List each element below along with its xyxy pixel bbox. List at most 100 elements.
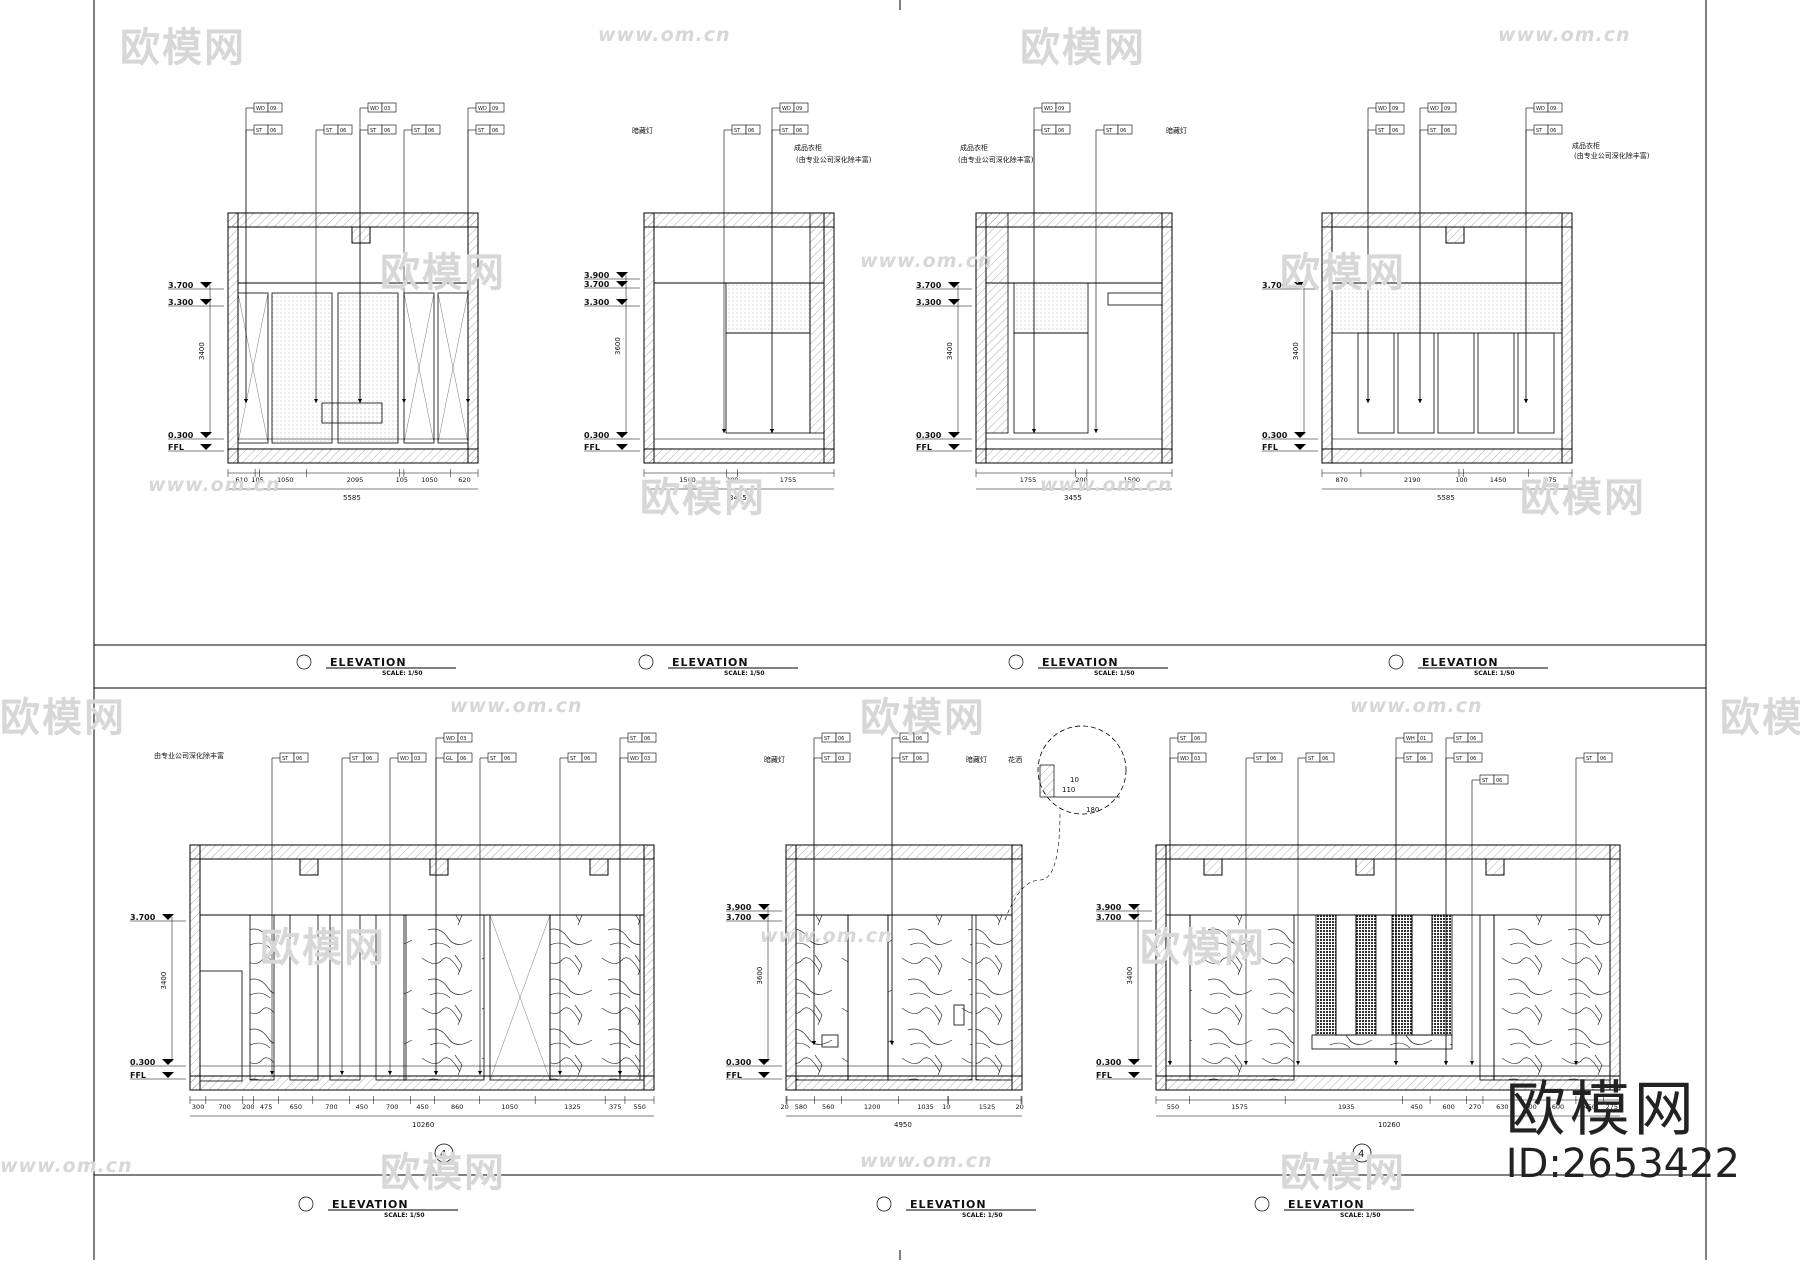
leader-arrow: [1394, 1061, 1398, 1065]
level-label: 0.300: [130, 1058, 156, 1067]
dimension-label: 200: [242, 1103, 254, 1111]
material-code: WD: [400, 756, 409, 762]
material-code: WD: [446, 736, 455, 742]
material-tag: [1547, 124, 1563, 135]
material-number: 06: [838, 736, 844, 742]
level-label: 3.700: [1262, 281, 1288, 290]
material-code: WD: [1378, 106, 1387, 112]
dimension-label: 200: [726, 476, 738, 484]
left-wall: [785, 844, 797, 1091]
material-tag: [913, 752, 929, 763]
elevation-number-circle: [1254, 1196, 1270, 1212]
dimension-label: 275: [1606, 1103, 1618, 1111]
material-number: 06: [296, 756, 302, 762]
leader-arrow: [244, 399, 248, 403]
material-number: 06: [1392, 128, 1398, 134]
level-marker: [1294, 432, 1306, 438]
level-marker: [200, 444, 212, 450]
dimension-label: 1935: [1338, 1103, 1355, 1111]
leader-arrow: [314, 399, 318, 403]
left-wall: [975, 212, 987, 464]
material-tag: [641, 732, 657, 743]
leader-arrow: [270, 1071, 274, 1075]
level-label: 3.700: [584, 280, 610, 289]
detail-dimension: 10: [1070, 776, 1079, 784]
material-tag: [457, 732, 473, 743]
material-code: ST: [1456, 736, 1463, 742]
material-number: 06: [1470, 756, 1476, 762]
material-code: ST: [1406, 756, 1413, 762]
dimension-label: 1050: [421, 476, 438, 484]
material-number: 06: [340, 128, 346, 134]
ceiling-slab: [1155, 844, 1621, 860]
dimension-label: 1035: [917, 1103, 934, 1111]
dimension-label: 1325: [564, 1103, 581, 1111]
dimension-label: 375: [609, 1103, 621, 1111]
material-code: WD: [478, 106, 487, 112]
dimension-label: 1525: [979, 1103, 996, 1111]
leader-arrow: [478, 1071, 482, 1075]
material-number: 09: [796, 106, 802, 112]
level-label: 3.900: [1096, 903, 1122, 912]
material-tag: [745, 124, 761, 135]
dimension-label: 450: [356, 1103, 368, 1111]
material-number: 06: [644, 736, 650, 742]
material-tag: [1267, 752, 1283, 763]
door: [1479, 914, 1495, 1081]
dimension-label: 105: [396, 476, 408, 484]
elevation-number-circle: [638, 654, 654, 670]
material-tag: [1417, 752, 1433, 763]
height-dimension: 3400: [1292, 342, 1300, 360]
elevation-label: ELEVATION: [1422, 656, 1499, 669]
material-tag: [1467, 732, 1483, 743]
material-code: WD: [1536, 106, 1545, 112]
level-marker: [162, 1059, 174, 1065]
leader-arrow: [618, 1071, 622, 1075]
material-code: ST: [490, 756, 497, 762]
glass-panel: [847, 914, 889, 1081]
detail-leader: [1004, 811, 1061, 921]
level-label: FFL: [726, 1071, 742, 1080]
level-label: FFL: [916, 443, 932, 452]
beam: [589, 858, 609, 876]
marble-wall: [1189, 914, 1295, 1081]
level-label: 3.700: [1096, 913, 1122, 922]
grid-label: 4: [1358, 1149, 1364, 1160]
material-tag: [293, 752, 309, 763]
height-dimension: 3400: [1126, 967, 1134, 985]
material-code: ST: [1308, 756, 1315, 762]
right-wall: [467, 212, 479, 464]
dimension-label: 1050: [277, 476, 294, 484]
leader-arrow: [722, 429, 726, 433]
marble-wall: [249, 914, 275, 1081]
beam: [1355, 858, 1375, 876]
door: [237, 292, 269, 444]
material-tag: [1441, 124, 1457, 135]
leader-arrow: [1524, 399, 1528, 403]
dimension-label: 600: [1552, 1103, 1564, 1111]
leader-arrow: [402, 399, 406, 403]
material-tag: [1417, 732, 1433, 743]
dimension-label: 870: [1335, 476, 1347, 484]
marble-wall: [975, 914, 1013, 1081]
dimension-label: 450: [1410, 1103, 1422, 1111]
material-number: 03: [460, 736, 466, 742]
material-code: ST: [282, 756, 289, 762]
dimension-label: 1755: [780, 476, 797, 484]
material-number: 06: [1194, 736, 1200, 742]
level-label: 0.300: [1262, 431, 1288, 440]
ceiling-slab: [189, 844, 655, 860]
material-code: WD: [630, 756, 639, 762]
dimension-label: 550: [1167, 1103, 1179, 1111]
brand-id: ID:2653422: [1505, 1141, 1740, 1187]
elevation-label: ELEVATION: [672, 656, 749, 669]
material-tag: [381, 124, 397, 135]
material-tag: [1191, 732, 1207, 743]
material-code: ST: [414, 128, 421, 134]
total-dimension: 10260: [1378, 1121, 1400, 1129]
material-number: 06: [428, 128, 434, 134]
material-tag: [1547, 102, 1563, 113]
dimension-label: 105: [251, 476, 263, 484]
